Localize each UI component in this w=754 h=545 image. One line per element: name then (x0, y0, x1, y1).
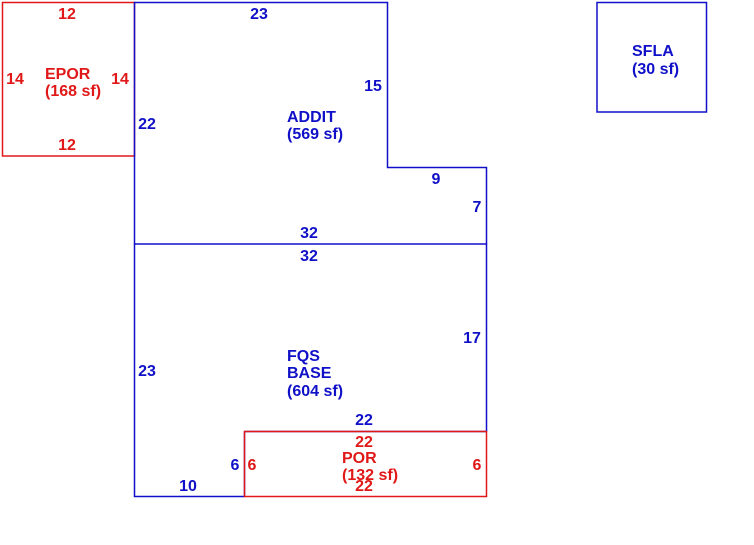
base-dim-shared-por: 22 (355, 412, 373, 429)
addit-size: (569 sf) (287, 126, 343, 143)
base-name-line2: BASE (287, 365, 332, 382)
sfla-outline (596, 1, 708, 113)
base-dim-right: 17 (463, 330, 481, 347)
base-area: 32 17 23 22 6 10 FQS BASE (604 sf) (133, 243, 488, 498)
por-outline (243, 430, 488, 498)
base-dim-left: 23 (138, 363, 156, 380)
epor-area: 12 14 14 12 EPOR (168 sf) (1, 1, 136, 157)
por-dim-right: 6 (473, 457, 482, 474)
epor-dim-bottom: 12 (58, 137, 76, 154)
base-dim-top: 32 (300, 248, 318, 265)
sfla-size: (30 sf) (632, 61, 679, 78)
por-name: POR (342, 450, 377, 467)
base-dim-bottom: 10 (179, 478, 197, 495)
epor-name: EPOR (45, 66, 91, 83)
addit-dim-bottom: 32 (300, 225, 318, 242)
addit-area: 23 15 22 9 7 32 ADDIT (569 sf) (133, 1, 488, 244)
addit-dim-right-lower: 7 (473, 199, 482, 216)
addit-dim-right-upper: 15 (364, 78, 382, 95)
addit-name: ADDIT (287, 109, 336, 126)
addit-dim-step: 9 (432, 171, 441, 188)
addit-dim-left: 22 (138, 116, 156, 133)
base-name-line1: FQS (287, 348, 320, 365)
por-size: (132 sf) (342, 467, 398, 484)
sfla-name: SFLA (632, 43, 674, 60)
por-dim-top: 22 (355, 434, 373, 451)
epor-dim-top: 12 (58, 6, 76, 23)
addit-outline (133, 1, 488, 244)
epor-size: (168 sf) (45, 83, 101, 100)
base-size: (604 sf) (287, 383, 343, 400)
sfla-area: SFLA (30 sf) (596, 1, 708, 113)
epor-dim-right: 14 (111, 71, 129, 88)
por-dim-left: 6 (248, 457, 257, 474)
por-area: 22 6 6 22 POR (132 sf) (243, 430, 488, 498)
epor-dim-left: 14 (6, 71, 24, 88)
addit-dim-top: 23 (250, 6, 268, 23)
base-dim-notch: 6 (231, 457, 240, 474)
por-dim-bottom: 22 (355, 478, 373, 495)
